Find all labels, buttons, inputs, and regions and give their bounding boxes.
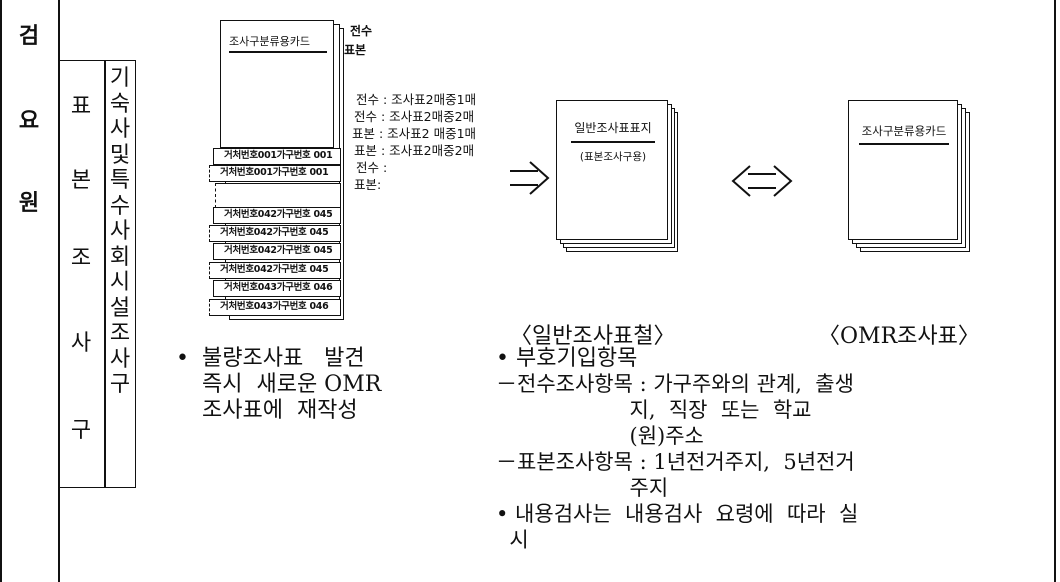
left-char: 검: [18, 23, 40, 49]
side-panel-box: [58, 60, 136, 488]
notes-left-line: 불량조사표 발견: [202, 346, 365, 371]
binder-title-underline: [571, 141, 655, 143]
col2-char: 사: [109, 219, 131, 244]
side-list-item: 표본 : 조사표2매중2매: [354, 143, 475, 158]
record-strip: 거처번호001가구번호 001: [209, 165, 341, 182]
left-char: 요: [18, 108, 40, 134]
notes-right-line: 주지: [496, 476, 669, 500]
binder-cover: 일반조사표표지 (표본조사구용): [556, 100, 668, 240]
notes-left-line: 즉시 새로운 OMR: [202, 372, 382, 397]
col2-char: 숙: [109, 91, 131, 117]
top-card-underline: [229, 51, 327, 53]
right-arrow-icon: [510, 161, 550, 195]
side-panel-divider: [104, 60, 106, 488]
side-panel-col2: 기 숙 사 및 특 수 사 회 시 설 조 사 구: [104, 66, 136, 398]
side-list-item: 전수 :: [356, 160, 388, 175]
notes-right-line: －표본조사항목 : 1년전거주지, 5년전거: [496, 450, 855, 474]
col1-char: 구: [70, 418, 92, 443]
record-strip: 거처번호043가구번호 046: [213, 280, 341, 297]
omr-caption: 〈OMR조사표〉: [818, 324, 980, 349]
side-list-item: 전수 : 조사표2매중2매: [354, 109, 475, 124]
record-strip: 거처번호042가구번호 045: [209, 262, 341, 279]
col2-char: 수: [109, 193, 131, 219]
col2-char: 구: [109, 372, 131, 397]
column-divider: [58, 0, 60, 582]
left-char: 원: [18, 190, 40, 216]
omr-title-underline: [859, 143, 949, 145]
record-strip: 거처번호043가구번호 046: [209, 299, 341, 316]
record-strip: 거처번호001가구번호 001: [213, 148, 341, 165]
side-list-item: 표본 : 조사표2 매중1매: [352, 126, 477, 141]
notes-right-line: －전수조사항목 : 가구주와의 관계, 출생: [496, 372, 854, 396]
double-arrow-icon: [731, 165, 793, 197]
notes-right-line: 시: [496, 528, 529, 552]
stack-top-card: 조사구분류용카드: [220, 20, 334, 148]
omr-cover: 조사구분류용카드: [848, 100, 958, 240]
record-strip: 거처번호042가구번호 045: [209, 225, 341, 242]
col2-char: 및: [109, 142, 131, 168]
corner-label-jeonsu: 전수: [350, 24, 373, 38]
sheet-side-list: 전수 : 조사표2매중1매 전수 : 조사표2매중2매 표본 : 조사표2 매중…: [352, 91, 476, 193]
notes-right-line: 지, 직장 또는 학교: [496, 398, 812, 422]
col2-char: 특: [109, 168, 131, 193]
stack-gap-sheet: [215, 183, 341, 208]
col2-char: 조: [109, 321, 131, 346]
col1-char: 사: [70, 331, 92, 356]
col2-char: 회: [109, 244, 131, 270]
record-strip: 거처번호042가구번호 045: [213, 207, 341, 224]
side-list-item: 표본:: [354, 177, 382, 192]
notes-left-line: 조사표에 재작성: [202, 398, 358, 423]
omr-title: 조사구분류용카드: [861, 124, 947, 138]
table-right-border: [1054, 0, 1056, 582]
general-binder-caption: 〈일반조사표철〉: [510, 324, 676, 349]
col2-char: 설: [109, 295, 131, 321]
notes-right-line: (원)주소: [496, 424, 704, 448]
col1-char: 본: [70, 168, 92, 193]
notes-right-line: • 내용검사는 내용검사 요령에 따라 실: [496, 502, 859, 526]
notes-right-line: • 부호기입항목: [496, 346, 638, 371]
col1-char: 표: [70, 94, 92, 119]
top-card-label: 조사구분류용카드: [229, 35, 310, 48]
table-left-border: [0, 0, 2, 582]
notes-left-bullet: •: [176, 346, 189, 371]
corner-label-pyobon: 표본: [344, 43, 367, 57]
col2-char: 사: [109, 346, 131, 372]
binder-subtitle: (표본조사구용): [579, 151, 647, 163]
binder-title: 일반조사표표지: [574, 121, 652, 135]
side-list-item: 전수 : 조사표2매중1매: [356, 92, 477, 107]
col1-char: 조: [70, 246, 92, 271]
col2-char: 시: [109, 270, 131, 295]
col2-char: 사: [109, 117, 131, 142]
record-strip: 거처번호042가구번호 045: [213, 243, 341, 260]
col2-char: 기: [109, 66, 131, 91]
